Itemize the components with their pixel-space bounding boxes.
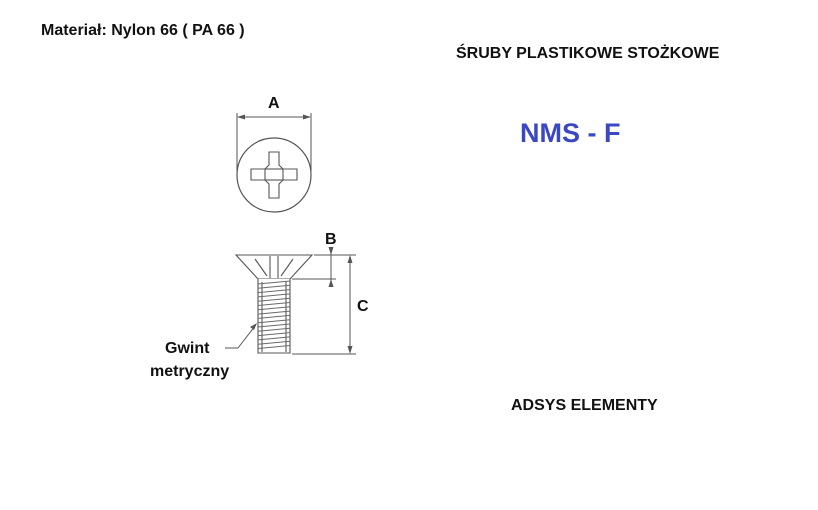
screw-head-top-view bbox=[236, 137, 312, 213]
dimension-c-label: C bbox=[357, 298, 369, 315]
thread-line bbox=[257, 336, 291, 341]
brand-name: ADSYS ELEMENTY bbox=[511, 397, 658, 414]
dimension-a bbox=[236, 113, 312, 172]
thread-line bbox=[257, 340, 291, 345]
thread-line bbox=[257, 323, 291, 328]
thread-label-line1: Gwint bbox=[165, 340, 210, 357]
thread-leader-line bbox=[225, 323, 257, 349]
screw-head-side bbox=[234, 254, 314, 280]
thread-line bbox=[257, 284, 291, 289]
thread-line bbox=[257, 314, 291, 319]
thread-line bbox=[257, 310, 291, 315]
dimension-a-label: A bbox=[268, 95, 280, 112]
material-label: Materiał: Nylon 66 ( PA 66 ) bbox=[41, 22, 245, 39]
thread-line bbox=[257, 293, 291, 298]
dimension-b-label: B bbox=[325, 231, 337, 248]
thread-pattern bbox=[257, 280, 291, 349]
thread-line bbox=[257, 327, 291, 332]
thread-label-line2: metryczny bbox=[150, 363, 230, 380]
thread-line bbox=[257, 302, 291, 306]
thread-line bbox=[257, 332, 291, 337]
thread-line bbox=[257, 297, 291, 302]
dimension-c bbox=[292, 254, 356, 355]
thread-line bbox=[257, 280, 291, 285]
phillips-recess-center bbox=[264, 168, 284, 181]
thread-line bbox=[257, 319, 291, 324]
product-title: ŚRUBY PLASTIKOWE STOŻKOWE bbox=[456, 45, 720, 62]
product-code: NMS - F bbox=[520, 118, 621, 148]
thread-line bbox=[257, 306, 291, 311]
thread-line bbox=[257, 289, 291, 294]
thread-line bbox=[257, 345, 291, 349]
